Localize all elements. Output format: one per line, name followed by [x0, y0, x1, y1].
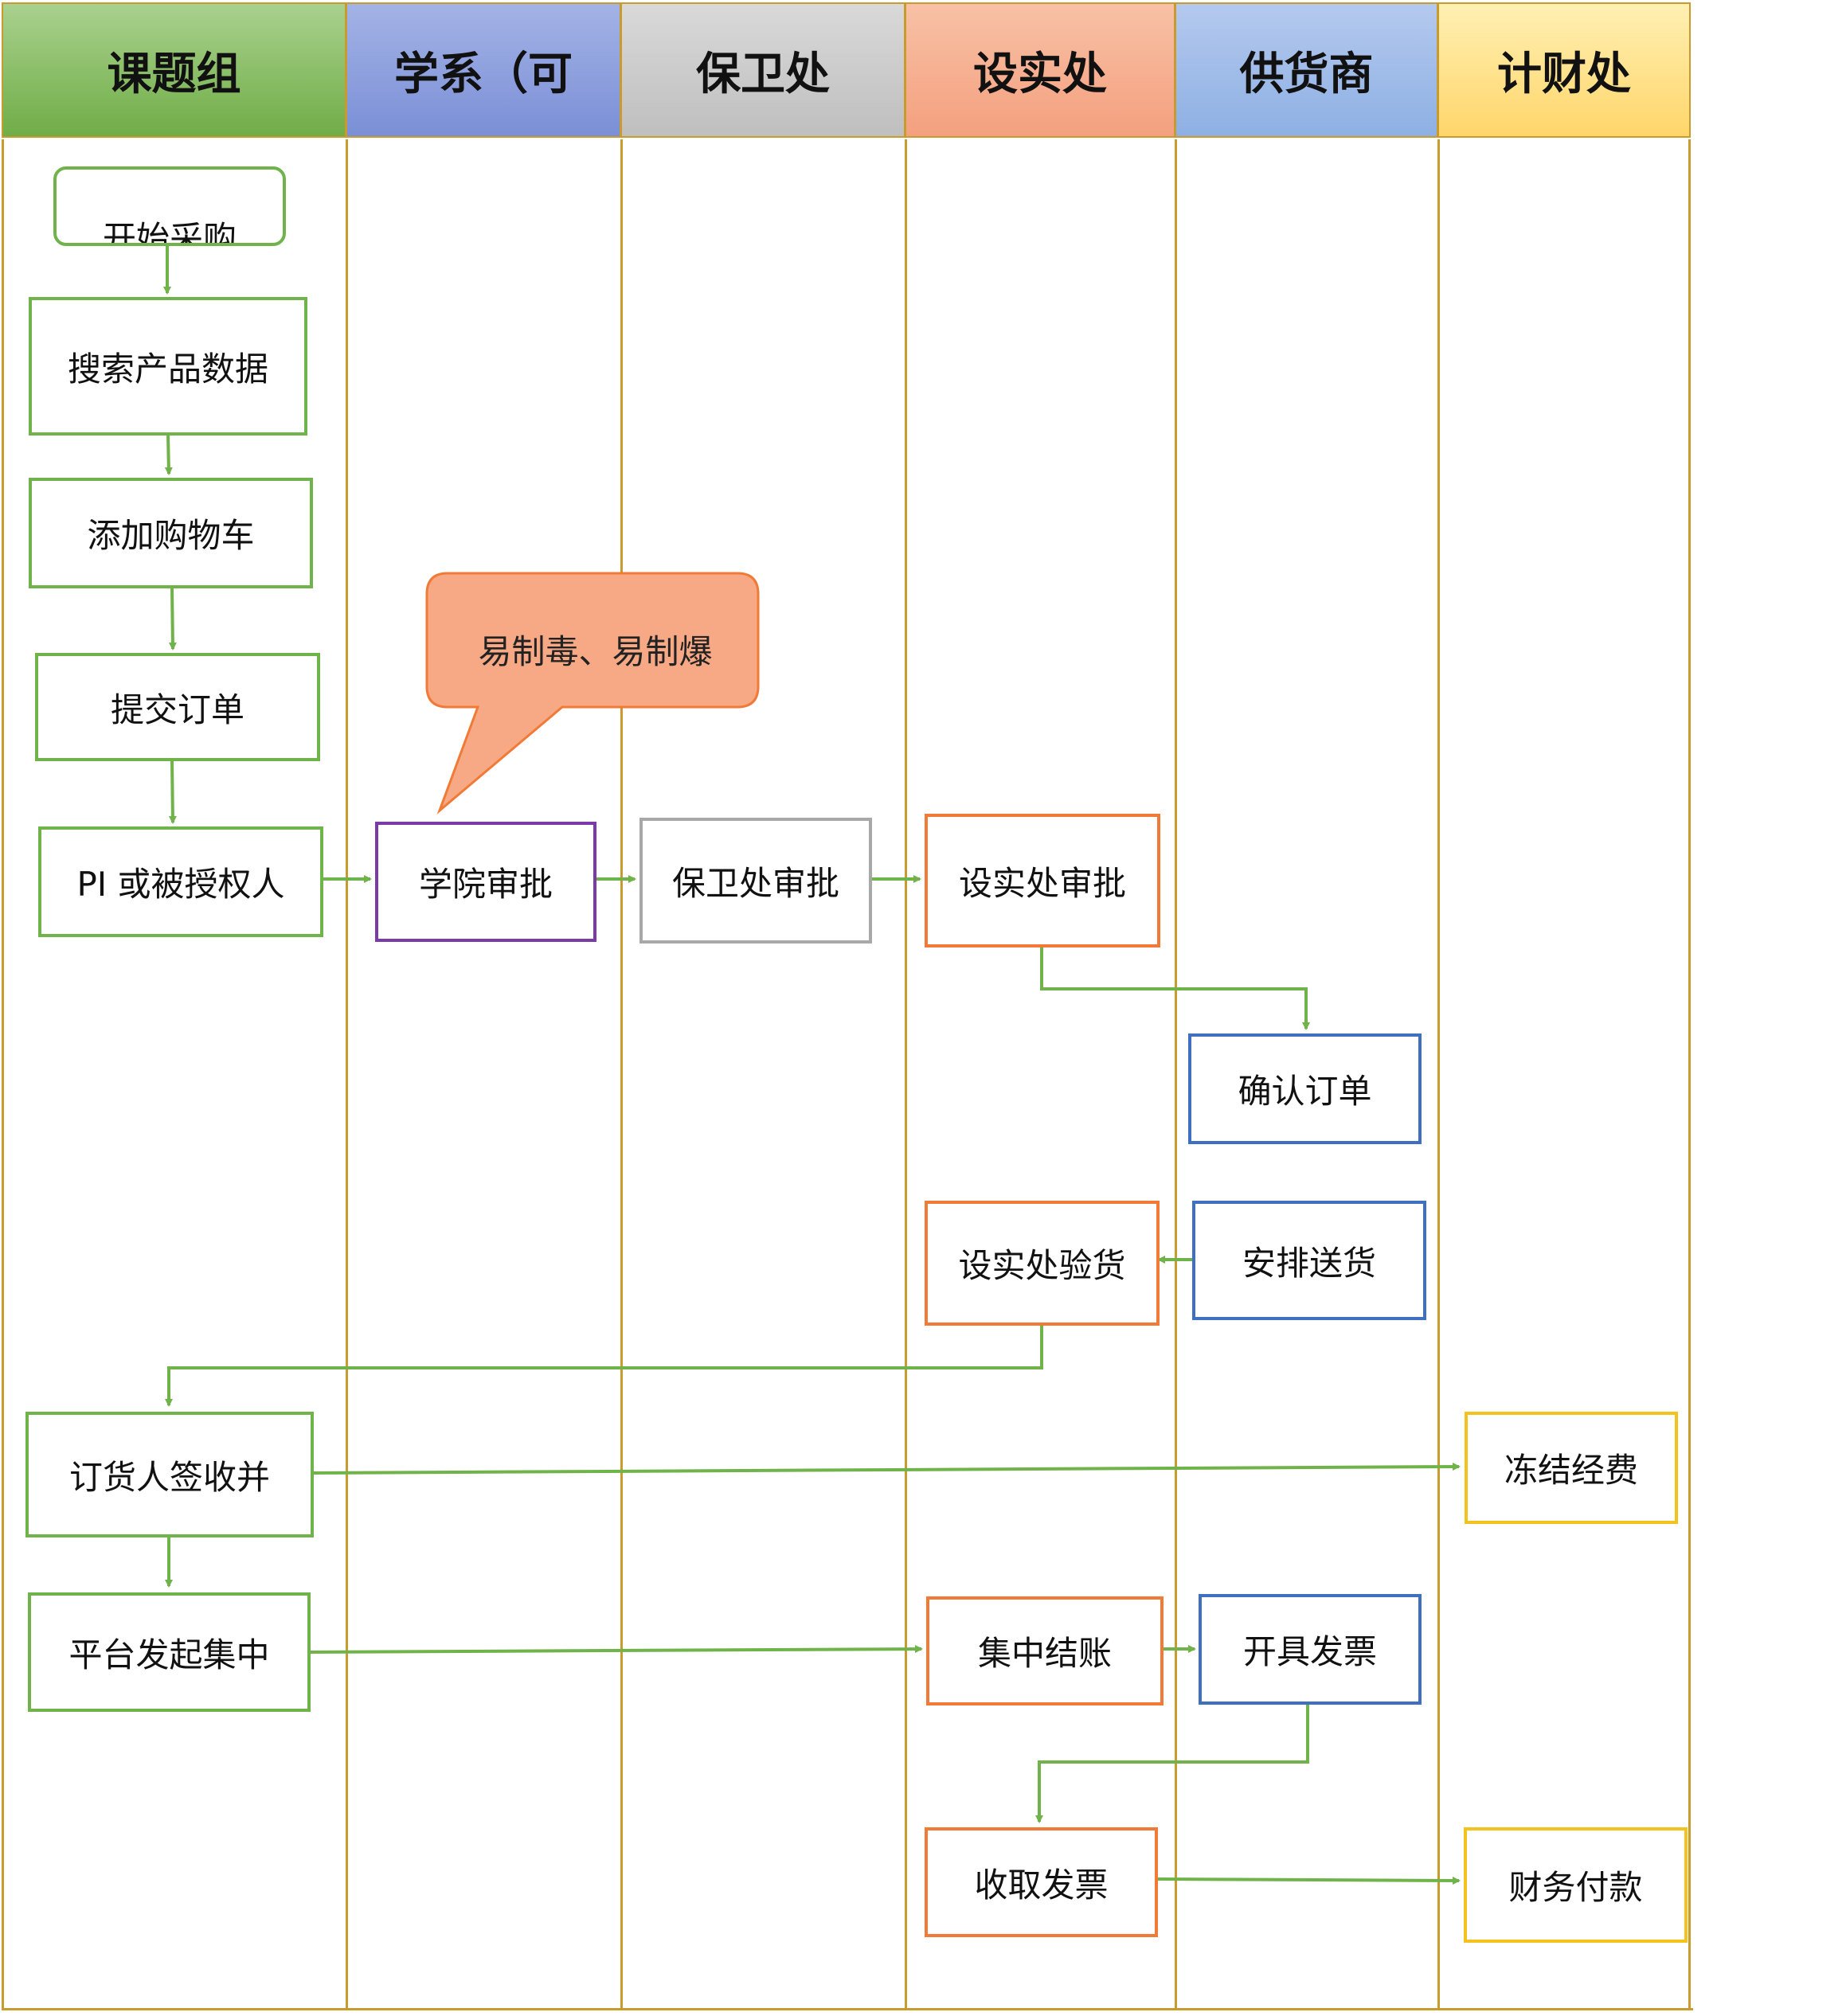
node-security-approval[interactable]: 保卫处审批	[639, 818, 872, 944]
arrow-invoice-to-receive	[1035, 1704, 1309, 1823]
lane-header-finance: 计财处	[1437, 2, 1691, 138]
node-receive-invoice[interactable]: 收取发票	[925, 1827, 1158, 1937]
node-arrange-delivery[interactable]: 安排送货	[1192, 1201, 1426, 1320]
node-platform-settlement[interactable]: 平台发起集中	[28, 1592, 311, 1712]
lane-body-finance	[1437, 139, 1691, 2010]
callout-bubble	[425, 572, 760, 815]
node-submit-order[interactable]: 提交订单	[35, 653, 320, 761]
callout-text: 易制毒、易制爆	[478, 631, 713, 671]
node-issue-invoice[interactable]: 开具发票	[1199, 1594, 1422, 1705]
arrow-receive-to-pay	[1156, 1876, 1461, 1885]
lane-header-research-group: 课题组	[2, 2, 346, 138]
node-centralized-settlement[interactable]: 集中结账	[926, 1596, 1164, 1705]
arrow-lab-to-confirm	[1040, 946, 1310, 1030]
node-college-approval[interactable]: 学院审批	[375, 822, 596, 942]
lane-header-lab-office: 设实处	[905, 2, 1175, 138]
lane-body-research-group	[2, 139, 346, 2010]
node-confirm-order[interactable]: 确认订单	[1188, 1033, 1422, 1144]
node-finance-payment[interactable]: 财务付款	[1464, 1827, 1688, 1943]
lane-header-security-office: 保卫处	[620, 2, 905, 138]
lane-body-supplier	[1175, 139, 1437, 2010]
node-inspect-goods[interactable]: 设实处验货	[925, 1201, 1160, 1326]
node-start[interactable]: 开始采购	[53, 166, 286, 246]
lane-body-lab-office	[905, 139, 1175, 2010]
arrow-cart-to-submit	[168, 587, 177, 651]
node-sign-receipt[interactable]: 订货人签收并	[25, 1412, 314, 1537]
lane-body-department	[346, 139, 620, 2010]
arrow-search-to-cart	[164, 434, 173, 475]
lane-header-supplier: 供货商	[1175, 2, 1438, 138]
node-lab-approval[interactable]: 设实处审批	[925, 814, 1160, 947]
diagram-bottom-border	[2, 2008, 1693, 2010]
arrow-sign-to-freeze	[312, 1463, 1461, 1475]
node-search-product[interactable]: 搜索产品数据	[29, 297, 307, 436]
lane-body-security-office	[620, 139, 905, 2010]
arrow-submit-to-pi	[168, 760, 177, 824]
lane-header-department: 学系（可	[346, 2, 621, 138]
arrow-platform-to-settle	[309, 1645, 923, 1654]
node-freeze-funds[interactable]: 冻结经费	[1465, 1412, 1678, 1524]
node-pi-authorized[interactable]: PI 或被授权人	[38, 826, 323, 937]
arrow-inspect-to-sign	[165, 1322, 1043, 1407]
node-add-cart[interactable]: 添加购物车	[29, 478, 313, 588]
node-start-label: 开始采购	[102, 219, 237, 246]
